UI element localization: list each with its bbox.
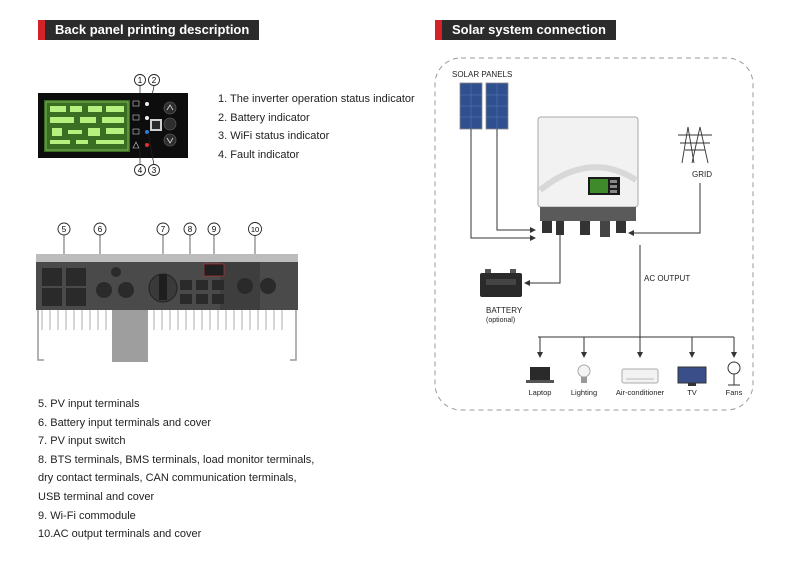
ac-output-label: AC OUTPUT xyxy=(644,274,690,283)
load-label: TV xyxy=(687,388,697,397)
back-panel-title: Back panel printing description xyxy=(45,20,260,40)
solar-panels-label: SOLAR PANELS xyxy=(452,70,512,79)
load-label: Fans xyxy=(726,388,743,397)
terminal-item: dry contact terminals, CAN communication… xyxy=(38,472,297,485)
indicator-item: 4. Fault indicator xyxy=(218,148,300,161)
terminal-item: 6. Battery input terminals and cover xyxy=(38,416,212,429)
header-accent-bar xyxy=(38,20,45,40)
terminal-list: 5. PV input terminals 6. Battery input t… xyxy=(38,395,314,544)
callout-1: 1 xyxy=(134,74,146,86)
svg-text:9: 9 xyxy=(212,225,217,234)
bottom-panel-figure: 5 6 7 8 9 10 xyxy=(36,222,298,362)
terminal-item: 9. Wi-Fi commodule xyxy=(38,509,136,522)
diagram-border xyxy=(434,57,754,411)
svg-text:8: 8 xyxy=(188,225,193,234)
callout-6: 6 xyxy=(93,222,107,236)
grid-tower-icon xyxy=(678,126,712,164)
tv-icon xyxy=(677,366,707,386)
mounting-bracket xyxy=(112,310,148,362)
solar-panels-icon xyxy=(459,82,509,130)
display-panel-figure: 1 2 4 3 xyxy=(38,74,188,176)
indicator-list: 1. The inverter operation status indicat… xyxy=(218,90,415,164)
indicator-item: 1. The inverter operation status indicat… xyxy=(218,93,415,105)
callout-4: 4 xyxy=(134,164,146,176)
callout-10: 10 xyxy=(248,222,262,236)
grid-label: GRID xyxy=(692,170,712,179)
battery-icon xyxy=(480,269,522,297)
lighting-icon xyxy=(577,364,591,383)
battery-note: (optional) xyxy=(486,317,515,324)
callout-9: 9 xyxy=(207,222,221,236)
callout-7: 7 xyxy=(156,222,170,236)
solar-connection-header: Solar system connection xyxy=(435,20,616,40)
svg-text:4: 4 xyxy=(138,166,143,175)
callout-8: 8 xyxy=(183,222,197,236)
svg-text:6: 6 xyxy=(98,225,103,234)
indicator-item: 3. WiFi status indicator xyxy=(218,130,330,143)
fan-icon xyxy=(727,361,741,386)
svg-text:10: 10 xyxy=(251,225,259,234)
callout-3: 3 xyxy=(148,164,160,176)
terminal-item: 5. PV input terminals xyxy=(38,398,140,410)
battery-label: BATTERY xyxy=(486,306,523,315)
svg-text:5: 5 xyxy=(62,225,67,234)
header-accent-bar xyxy=(435,20,442,40)
inverter-icon xyxy=(537,116,639,237)
solar-connection-title: Solar system connection xyxy=(442,20,616,40)
svg-text:7: 7 xyxy=(161,225,166,234)
svg-text:2: 2 xyxy=(152,76,157,85)
callout-2: 2 xyxy=(148,74,160,86)
back-panel-header: Back panel printing description xyxy=(38,20,260,40)
terminal-item: 8. BTS terminals, BMS terminals, load mo… xyxy=(38,453,315,466)
terminal-item: 10.AC output terminals and cover xyxy=(38,528,202,541)
solar-connection-diagram: SOLAR PANELS GRID xyxy=(434,57,754,411)
load-label: Lighting xyxy=(571,388,597,397)
svg-text:1: 1 xyxy=(138,76,143,85)
svg-text:3: 3 xyxy=(152,166,157,175)
laptop-icon xyxy=(526,367,554,383)
callout-5: 5 xyxy=(57,222,71,236)
terminal-item: 7. PV input switch xyxy=(38,435,126,448)
indicator-item: 2. Battery indicator xyxy=(218,111,310,124)
load-label: Air-conditioner xyxy=(616,388,665,397)
air-conditioner-icon xyxy=(621,368,659,384)
load-label: Laptop xyxy=(529,388,552,397)
terminal-item: USB terminal and cover xyxy=(38,490,155,503)
